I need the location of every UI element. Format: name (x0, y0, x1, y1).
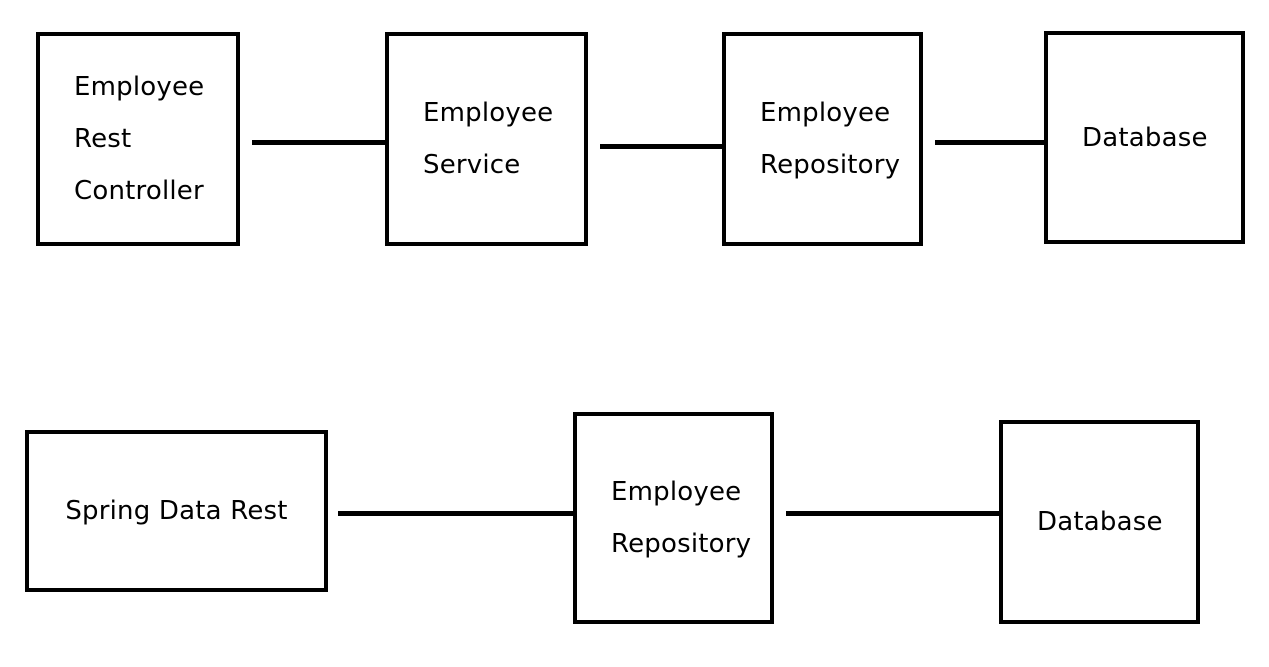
node-employee-repository-bottom[interactable]: Employee Repository (573, 412, 774, 624)
node-spring-data-rest[interactable]: Spring Data Rest (25, 430, 328, 592)
connector-repository-to-database-bottom (786, 511, 1000, 516)
node-employee-rest-controller[interactable]: Employee Rest Controller (36, 32, 240, 246)
connector-springdatarest-to-repository (338, 511, 573, 516)
node-employee-service[interactable]: Employee Service (385, 32, 588, 246)
node-employee-repository-top[interactable]: Employee Repository (722, 32, 923, 246)
node-label-line-2: Rest (74, 124, 132, 154)
node-database-top[interactable]: Database (1044, 31, 1245, 244)
node-database-bottom[interactable]: Database (999, 420, 1200, 624)
node-label-line-3: Controller (74, 176, 204, 206)
node-label-line-2: Repository (611, 529, 752, 559)
node-label-line-1: Employee (74, 72, 205, 102)
node-label-line-1: Employee (611, 477, 742, 507)
node-label-line-1: Employee (423, 98, 554, 128)
connector-repository-to-database (935, 140, 1045, 145)
node-label-line-2: Repository (760, 150, 901, 180)
node-label-line-2: Service (423, 150, 521, 180)
node-label-line-1: Spring Data Rest (65, 496, 288, 526)
connector-service-to-repository (600, 144, 723, 149)
node-label-line-1: Database (1082, 122, 1208, 153)
connector-controller-to-service (252, 140, 386, 145)
node-label-line-1: Employee (760, 98, 891, 128)
node-label-line-1: Database (1037, 507, 1163, 537)
